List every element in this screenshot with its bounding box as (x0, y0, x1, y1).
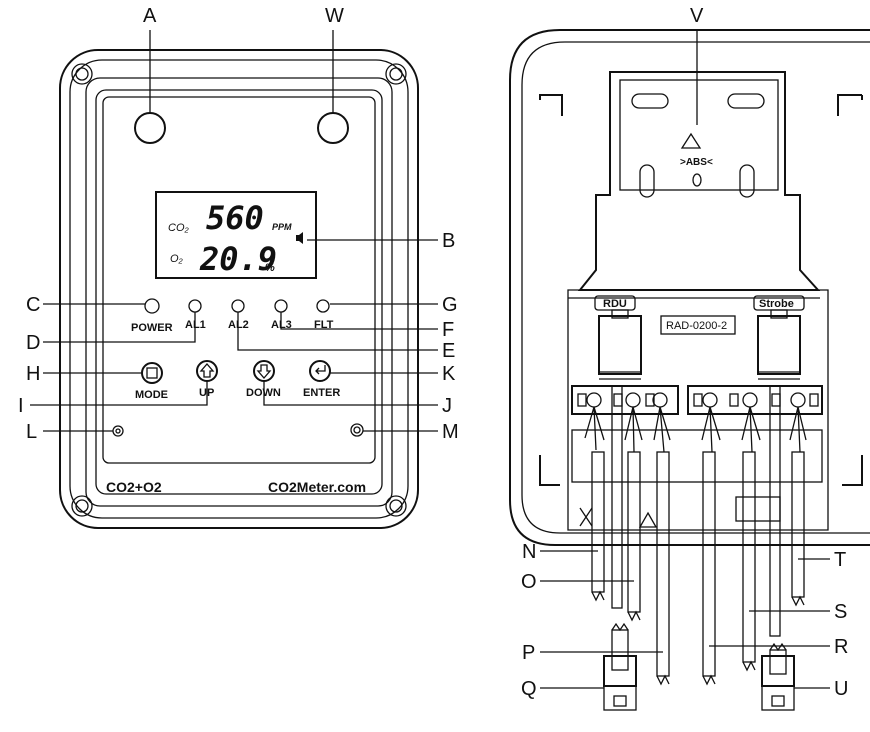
terminal-block-left (571, 385, 679, 415)
callout-v: V (690, 5, 704, 27)
screw-icon (71, 495, 93, 517)
callout-b: B (442, 230, 455, 252)
mode-button-label: MODE (135, 389, 168, 401)
al2-led (231, 299, 245, 313)
power-led-label: POWER (131, 322, 173, 334)
sensor-hole-w (317, 112, 349, 144)
callout-w: W (325, 5, 344, 27)
co2-unit: PPM (272, 222, 292, 232)
callout-f: F (442, 319, 454, 341)
terminal-block-right (687, 385, 823, 415)
callout-u: U (834, 678, 848, 700)
flt-led (316, 299, 330, 313)
callout-g: G (442, 294, 458, 316)
callout-h: H (26, 363, 40, 385)
callout-i: I (18, 395, 24, 417)
plug-u (761, 642, 795, 711)
power-led (144, 298, 160, 314)
rdu-jack (598, 309, 642, 387)
speaker-icon (296, 232, 303, 244)
callout-e: E (442, 340, 455, 362)
indicator-m (350, 423, 364, 437)
strobe-tag-label: Strobe (759, 298, 794, 310)
square-icon (146, 367, 158, 379)
recycle-icon (680, 132, 702, 149)
o2-unit: % (265, 262, 275, 274)
arrow-down-icon (256, 364, 272, 379)
bin-icon (579, 507, 593, 527)
brand-left: CO2+O2 (106, 479, 162, 495)
callout-j: J (442, 395, 452, 417)
model-tag-label: RAD-0200-2 (666, 320, 727, 332)
back-leaders (540, 30, 830, 689)
lcd-display (155, 191, 317, 279)
indicator-l (112, 425, 124, 437)
callout-s: S (834, 601, 847, 623)
callout-k: K (442, 363, 456, 385)
co2-value: 560 (206, 199, 264, 237)
sensor-hole-a (134, 112, 166, 144)
mount-slot (727, 93, 765, 109)
down-button[interactable] (253, 360, 275, 382)
warning-icon (638, 511, 658, 528)
brand-right: CO2Meter.com (268, 479, 366, 495)
up-button[interactable] (196, 360, 218, 382)
callout-p: P (522, 642, 535, 664)
plug-q (603, 622, 637, 711)
front-leaders (30, 30, 438, 432)
back-panel: >ABS< RDU Strobe RAD-0200-2 (509, 29, 870, 711)
callout-d: D (26, 332, 40, 354)
callout-m: M (442, 421, 459, 443)
callout-o: O (521, 571, 537, 593)
mount-slot (631, 93, 669, 109)
front-panel: CO₂ 560 PPM O₂ 20.9 % POWER AL1 AL2 AL3 … (59, 49, 419, 529)
callout-n: N (522, 541, 536, 563)
mount-slot (739, 164, 755, 198)
al1-led (188, 299, 202, 313)
mount-slot (639, 164, 655, 198)
enter-button[interactable] (309, 360, 331, 382)
mode-button[interactable] (141, 362, 163, 384)
callout-a: A (143, 5, 157, 27)
arrow-up-icon (199, 363, 215, 378)
o2-label: O₂ (170, 253, 184, 265)
enter-button-label: ENTER (303, 387, 340, 399)
callout-l: L (26, 421, 37, 443)
rdu-tag-label: RDU (603, 298, 627, 310)
o2-value: 20.9 (199, 240, 277, 278)
screw-icon (385, 63, 407, 85)
callout-r: R (834, 636, 848, 658)
screw-icon (71, 63, 93, 85)
callout-labels: A W B C G F D E H K I J L M V N O P Q T … (18, 5, 848, 700)
co2-label: CO₂ (168, 222, 190, 234)
strobe-jack (757, 309, 801, 387)
recycle-label: >ABS< (680, 157, 713, 168)
screw-icon (385, 495, 407, 517)
callout-q: Q (521, 678, 537, 700)
model-tag (660, 315, 736, 335)
callout-c: C (26, 294, 40, 316)
flt-led-label: FLT (314, 319, 334, 331)
callout-t: T (834, 549, 846, 571)
al3-led (274, 299, 288, 313)
enter-icon (315, 365, 326, 375)
